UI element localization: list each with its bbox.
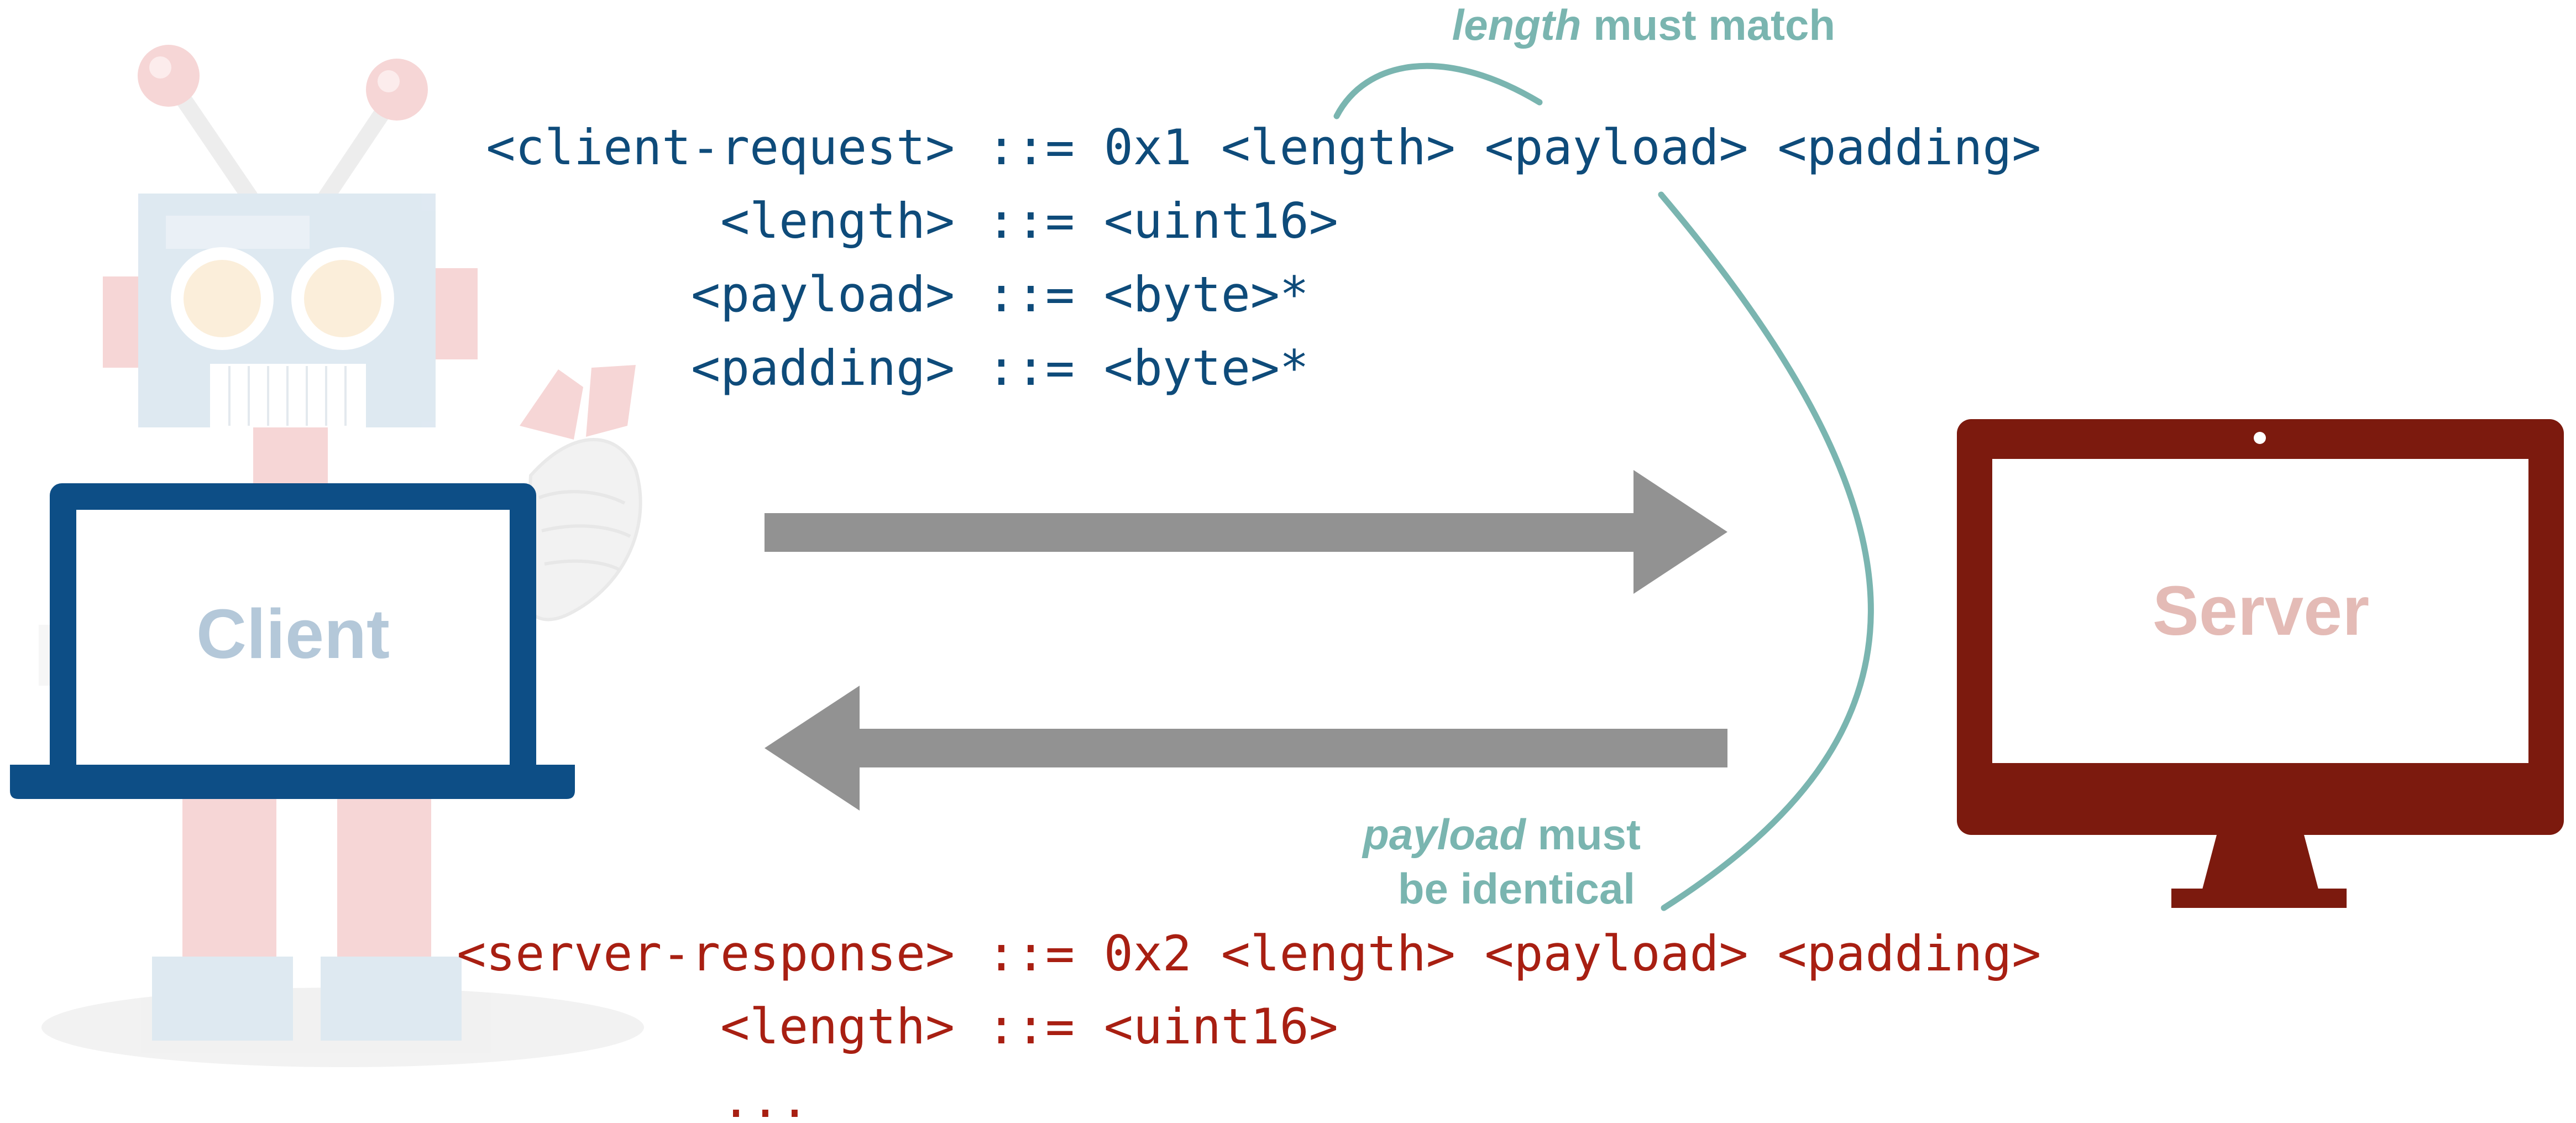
- server-grammar-ellipsis: ...: [721, 1072, 809, 1123]
- payload-note-emphasis: payload: [1362, 810, 1526, 859]
- client-grammar: <client-request> ::= 0x1 <length> <paylo…: [486, 119, 2041, 396]
- payload-must-be-identical-note: payload must: [1303, 810, 1677, 859]
- arrow-left-icon: [765, 686, 1727, 811]
- payload-note-line2: be identical: [1398, 864, 1635, 913]
- length-must-match-note: length must match: [1392, 1, 1871, 49]
- client-rule-def: ::= <byte>*: [987, 266, 1309, 323]
- length-note-rest: must match: [1582, 1, 1835, 49]
- client-label: Client: [196, 595, 390, 673]
- client-rule-lhs: <client-request>: [486, 119, 955, 176]
- server-rule-def: ::= 0x2 <length> <payload> <padding>: [987, 925, 2041, 982]
- robot-icon: [39, 45, 644, 1067]
- arrow-right-icon: [765, 470, 1727, 594]
- client-laptop-icon: [10, 483, 575, 799]
- server-rule-lhs: <length>: [720, 998, 955, 1055]
- client-rule-def: ::= <uint16>: [987, 192, 1338, 249]
- client-rule-def: ::= 0x1 <length> <payload> <padding>: [987, 119, 2041, 176]
- length-note-emphasis: length: [1452, 1, 1582, 49]
- server-monitor-icon: [1957, 419, 2564, 908]
- length-match-connector: [1333, 62, 1543, 119]
- client-rule-def: ::= <byte>*: [987, 339, 1309, 396]
- payload-identical-connector: [1658, 191, 1874, 911]
- client-rule-lhs: <padding>: [691, 339, 955, 396]
- payload-note-rest: must: [1526, 810, 1641, 859]
- server-rule-def: ::= <uint16>: [987, 998, 1338, 1055]
- client-rule-lhs: <payload>: [691, 266, 955, 323]
- client-rule-lhs: <length>: [720, 192, 955, 249]
- server-label: Server: [2153, 572, 2369, 650]
- server-grammar: <server-response> ::= 0x2 <length> <payl…: [457, 925, 2041, 1123]
- server-rule-lhs: <server-response>: [457, 925, 955, 982]
